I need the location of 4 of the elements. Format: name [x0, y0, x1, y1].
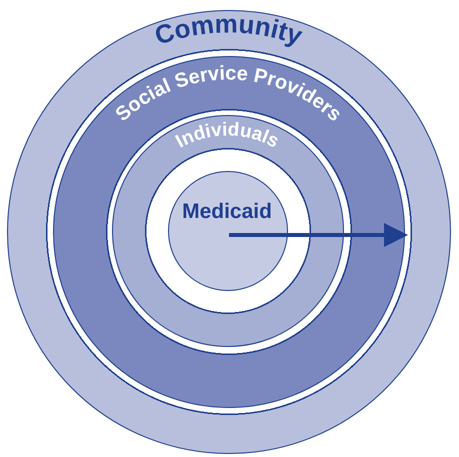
arrow	[229, 223, 408, 247]
ring-label: Community	[151, 8, 306, 51]
center-label: Medicaid	[182, 200, 272, 224]
ring-label: Individuals	[172, 119, 282, 153]
